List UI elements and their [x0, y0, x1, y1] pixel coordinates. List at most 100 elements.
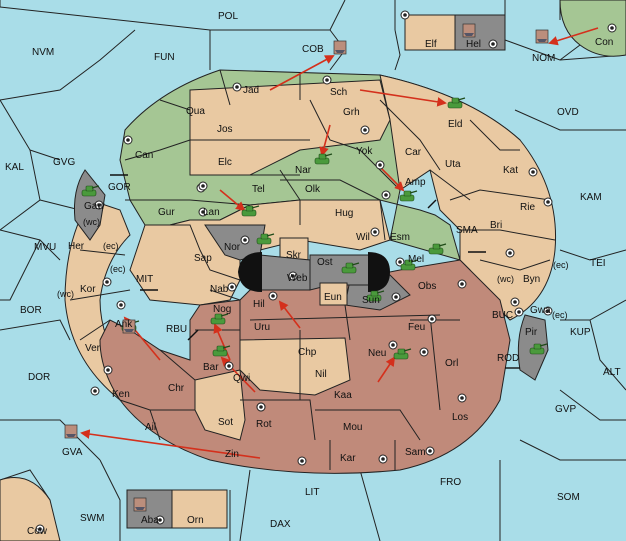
province-label-skr: Skr: [286, 250, 302, 261]
adjacency-arrows: [110, 174, 520, 369]
supply-centers: [35, 10, 617, 534]
province-label-feu: Feu: [408, 322, 425, 333]
army-unit-nor[interactable]: [256, 233, 275, 245]
fleet-unit-cob[interactable]: [333, 40, 347, 55]
sea-label-tei: TEI: [590, 258, 606, 269]
province-label-hug: Hug: [335, 208, 353, 219]
province-label-mou: Mou: [343, 422, 362, 433]
province-label-jad: Jad: [243, 85, 259, 96]
supply-center-kat: [528, 167, 538, 177]
province-label-nar: Nar: [295, 165, 312, 176]
supply-center-orl: [419, 347, 429, 357]
army-unit-pir[interactable]: [529, 343, 548, 355]
supply-center-amp: [381, 190, 391, 200]
sea-label-mit: MIT: [136, 274, 153, 285]
province-label-elf: Elf: [425, 39, 437, 50]
supply-center-ken: [90, 386, 100, 396]
province-label-rot: Rot: [256, 419, 272, 430]
army-unit-nar[interactable]: [314, 153, 333, 165]
supply-center-grh: [360, 125, 370, 135]
coast-note-gaw-wc: (wc): [83, 217, 100, 227]
army-unit-neu[interactable]: [393, 348, 412, 360]
province-label-orn: Orn: [187, 515, 204, 526]
province-label-nog: Nog: [213, 304, 231, 315]
supply-center-ank: [116, 300, 126, 310]
sea-label-gva: GVA: [62, 447, 83, 458]
province-cow[interactable]: [0, 477, 61, 541]
sea-label-pol: POL: [218, 11, 238, 22]
order-arrow-sch-eld: [359, 89, 447, 107]
order-arrows: [80, 27, 599, 459]
sea-label-nvm: NVM: [32, 47, 54, 58]
sea-label-som: SOM: [557, 492, 580, 503]
supply-center-sam: [425, 446, 435, 456]
province-label-gwa: Gwa: [530, 305, 551, 316]
army-unit-bar[interactable]: [212, 345, 231, 357]
coast-note-gwa-ec: (ec): [552, 310, 568, 320]
sea-label-gvp: GVP: [555, 404, 576, 415]
army-unit-gaw[interactable]: [81, 185, 100, 197]
supply-center-nab: [227, 282, 237, 292]
supply-center-feu: [427, 314, 437, 324]
fleet-unit-nom[interactable]: [535, 29, 549, 44]
province-eun[interactable]: [319, 282, 348, 306]
supply-center-mou: [378, 454, 388, 464]
province-label-eld: Eld: [448, 119, 462, 130]
fleet-unit-ank[interactable]: [122, 319, 136, 334]
province-orn[interactable]: [171, 489, 228, 529]
province-label-con: Con: [595, 37, 613, 48]
province-label-qwi: Qwi: [233, 373, 250, 384]
center-right-cap: [368, 252, 390, 292]
province-label-uta: Uta: [445, 159, 461, 170]
fleet-unit-hel[interactable]: [462, 23, 476, 38]
province-con[interactable]: [559, 0, 626, 57]
province-borders: [69, 69, 556, 470]
province-label-byn: Byn: [523, 274, 540, 285]
order-arrow-grh-nar: [319, 124, 331, 157]
army-unit-sun[interactable]: [366, 290, 385, 302]
fleet-unit-aba[interactable]: [133, 497, 147, 512]
fleet-unit-gva[interactable]: [64, 424, 78, 439]
supply-center-hel: [488, 39, 498, 49]
supply-center-gwa: [543, 306, 553, 316]
supply-center-jad: [232, 82, 242, 92]
sea-label-fun: FUN: [154, 52, 175, 63]
sea-label-buc: BUC: [492, 310, 513, 321]
sea-label-swm: SWM: [80, 513, 104, 524]
province-label-ken: Ken: [112, 389, 130, 400]
sea-label-rbu: RBU: [166, 324, 187, 335]
supply-center-kor: [102, 277, 112, 287]
army-unit-ost[interactable]: [341, 262, 360, 274]
sea-label-gor: GOR: [108, 182, 131, 193]
region-tan-west: [129, 199, 391, 306]
sea-label-ovd: OVD: [557, 107, 579, 118]
center-left-cap: [238, 252, 262, 292]
province-label-kor: Kor: [80, 284, 96, 295]
army-unit-lan[interactable]: [241, 205, 260, 217]
army-unit-nog[interactable]: [210, 313, 229, 325]
coast-note-byn-ec: (ec): [553, 260, 569, 270]
army-unit-amp[interactable]: [399, 190, 418, 202]
sea-label-bor: BOR: [20, 305, 42, 316]
province-label-sch: Sch: [330, 87, 347, 98]
army-unit-mel[interactable]: [428, 243, 447, 255]
order-arrow-yok-amp: [377, 164, 405, 192]
sea-label-kam: KAM: [580, 192, 602, 203]
province-label-ail: Ail: [145, 422, 156, 433]
province-label-her: Her: [68, 241, 85, 252]
province-elf[interactable]: [404, 14, 456, 51]
province-label-kat: Kat: [503, 165, 518, 176]
army-unit-eld[interactable]: [447, 97, 466, 109]
coast-note-kor-ec: (ec): [110, 264, 126, 274]
supply-center-sun: [391, 292, 401, 302]
army-unit-esm[interactable]: [400, 259, 419, 271]
province-label-uru: Uru: [254, 322, 270, 333]
supply-center-cow: [35, 524, 45, 534]
supply-center-skr: [288, 271, 298, 281]
sea-label-alt: ALT: [603, 367, 621, 378]
province-label-nab: Nab: [210, 284, 229, 295]
supply-center-hil: [268, 291, 278, 301]
region-grey-pir: [517, 314, 549, 381]
order-arrow-qwi-nog: [213, 323, 231, 361]
